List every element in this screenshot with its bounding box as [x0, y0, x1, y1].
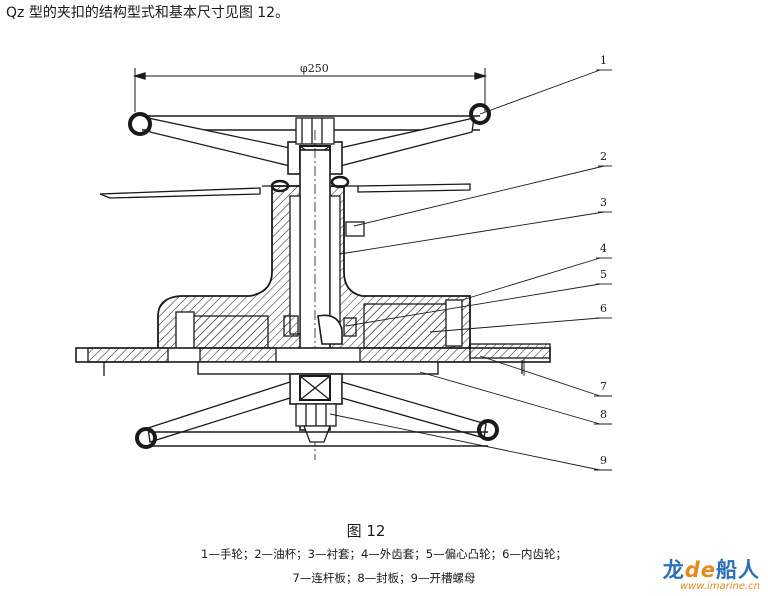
- callout-8: 8: [600, 408, 607, 421]
- bottom-handwheel: [135, 373, 499, 449]
- legend-line-1: 1—手轮；2—油杯；3—衬套；4—外齿套；5—偏心凸轮；6—内齿轮；: [201, 547, 567, 561]
- callout-7: 7: [600, 380, 607, 393]
- dimension-label: φ250: [300, 62, 329, 75]
- base-plate: [75, 343, 551, 376]
- watermark-logo: 龙de船人: [662, 558, 760, 582]
- callout-4: 4: [600, 242, 607, 255]
- watermark-url: www.imarine.cn: [679, 581, 760, 592]
- intro-text: Qz 型的夹扣的结构型式和基本尺寸见图 12。: [6, 5, 290, 21]
- figure-title: 图 12: [346, 522, 386, 540]
- top-handwheel: [128, 103, 491, 175]
- leader-lines: [329, 69, 612, 471]
- legend-line-2: 7—连杆板；8—封板；9—开槽螺母: [292, 571, 476, 585]
- callout-5: 5: [600, 268, 607, 281]
- callout-3: 3: [600, 196, 607, 209]
- watermark: 龙de船人 www.imarine.cn: [663, 554, 760, 592]
- callout-9: 9: [600, 454, 607, 467]
- callout-2: 2: [600, 150, 607, 163]
- callout-1: 1: [600, 54, 607, 67]
- callout-6: 6: [600, 302, 607, 315]
